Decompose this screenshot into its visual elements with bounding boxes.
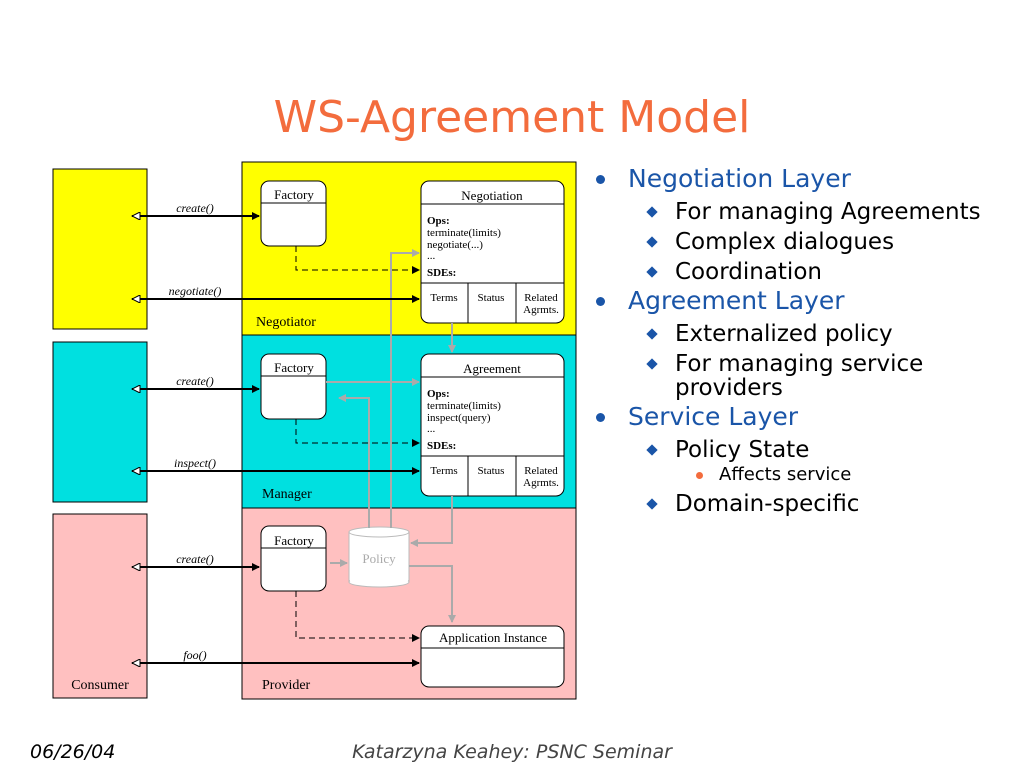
manager-label: Manager	[262, 487, 312, 502]
agreement-ops-label: Ops:	[427, 388, 450, 400]
diamond-bullet-icon	[646, 236, 658, 248]
diamond-bullet-icon	[646, 498, 658, 510]
bullet-dot-icon	[596, 413, 605, 422]
negotiator-label: Negotiator	[256, 315, 316, 330]
agreement-sdes-label: SDEs:	[427, 440, 456, 452]
agreement-col-status: Status	[478, 465, 505, 477]
consumer-manager-box	[52, 341, 148, 503]
diamond-bullet-icon	[646, 358, 658, 370]
agreement-op-3: ...	[427, 423, 436, 435]
negotiator-factory	[260, 180, 327, 247]
policy-label: Policy	[362, 551, 396, 566]
bullet-managing-agreements: For managing Agreements	[590, 200, 1010, 224]
bullet-externalized-policy: Externalized policy	[590, 322, 1010, 346]
manager-factory	[260, 353, 327, 420]
consumer-provider-box	[52, 513, 148, 699]
call-create-provider: create()	[176, 552, 214, 566]
negotiation-col-terms: Terms	[430, 292, 457, 304]
diamond-bullet-icon	[646, 444, 658, 456]
agreement-op-1: terminate(limits)	[427, 400, 501, 412]
call-negotiate: negotiate()	[169, 284, 222, 298]
application-instance-box: Application Instance	[420, 625, 565, 688]
bullet-dot-icon	[596, 297, 605, 306]
bullet-agreement-layer: Agreement Layer	[590, 286, 1010, 316]
bullet-list: Negotiation Layer For managing Agreement…	[590, 162, 1010, 516]
agreement-col-terms: Terms	[430, 465, 457, 477]
bullet-complex-dialogues: Complex dialogues	[590, 230, 1010, 254]
agreement-col-agrmts: Agrmts.	[523, 477, 559, 489]
call-create-negotiator: create()	[176, 201, 214, 215]
negotiator-factory-label: Factory	[274, 187, 314, 202]
negotiation-ops-label: Ops:	[427, 215, 450, 227]
negotiation-op-1: terminate(limits)	[427, 227, 501, 239]
consumer-label: Consumer	[71, 678, 129, 693]
agreement-col-related: Related	[524, 465, 558, 477]
negotiation-box: Negotiation Ops: terminate(limits) negot…	[420, 180, 565, 324]
policy-database: Policy	[348, 526, 410, 588]
diamond-bullet-icon	[646, 206, 658, 218]
application-instance-label: Application Instance	[439, 630, 547, 645]
small-dot-bullet-icon	[696, 472, 703, 479]
negotiation-col-agrmts: Agrmts.	[523, 304, 559, 316]
negotiation-title: Negotiation	[461, 188, 523, 203]
footer-presenter: Katarzyna Keahey: PSNC Seminar	[352, 741, 672, 763]
manager-factory-label: Factory	[274, 360, 314, 375]
bullet-policy-state: Policy State	[590, 438, 1010, 462]
bullet-dot-icon	[596, 175, 605, 184]
call-foo: foo()	[183, 648, 206, 662]
bullet-negotiation-layer: Negotiation Layer	[590, 164, 1010, 194]
consumer-negotiator-box	[52, 168, 148, 330]
provider-label: Provider	[262, 678, 311, 693]
slide-title: WS-Agreement Model	[273, 92, 751, 143]
diamond-bullet-icon	[646, 266, 658, 278]
agreement-op-2: inspect(query)	[427, 412, 491, 424]
negotiation-col-status: Status	[478, 292, 505, 304]
agreement-title: Agreement	[463, 361, 521, 376]
negotiation-sdes-label: SDEs:	[427, 267, 456, 279]
call-create-manager: create()	[176, 374, 214, 388]
diamond-bullet-icon	[646, 328, 658, 340]
provider-factory-label: Factory	[274, 533, 314, 548]
call-inspect: inspect()	[174, 456, 216, 470]
bullet-coordination: Coordination	[590, 260, 1010, 284]
footer-date: 06/26/04	[30, 741, 116, 763]
agreement-box: Agreement Ops: terminate(limits) inspect…	[420, 353, 565, 497]
negotiation-op-2: negotiate(...)	[427, 239, 483, 251]
negotiation-col-related: Related	[524, 292, 558, 304]
provider-factory	[260, 525, 327, 592]
bullet-service-layer: Service Layer	[590, 402, 1010, 432]
bullet-domain-specific: Domain-specific	[590, 492, 1010, 516]
bullet-managing-service-providers: For managing service providers	[590, 352, 1010, 400]
bullet-affects-service: Affects service	[590, 464, 1010, 486]
negotiation-op-3: ...	[427, 250, 436, 262]
